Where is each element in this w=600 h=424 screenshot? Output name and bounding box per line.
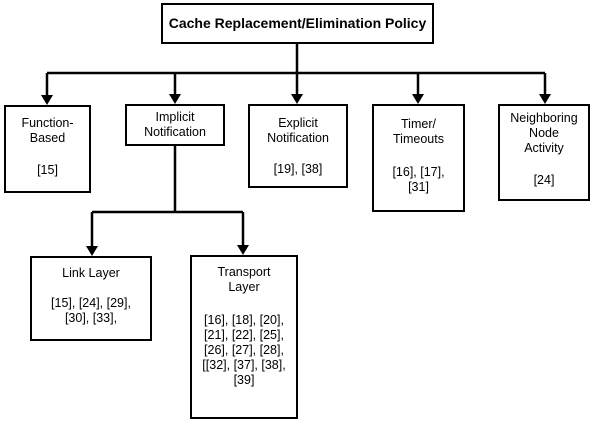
link-layer-refs: [15], [24], [29], [30], [33],	[51, 296, 131, 325]
function-based-refs: [15]	[37, 163, 58, 177]
function-based-node: Function- Based [15]	[4, 105, 91, 193]
transport-layer-node: Transport Layer [16], [18], [20], [21], …	[190, 255, 298, 419]
neighboring-node-activity-node: Neighboring Node Activity [24]	[498, 104, 590, 201]
transport-layer-refs: [16], [18], [20], [21], [22], [25], [26]…	[202, 313, 286, 387]
explicit-notification-node: Explicit Notification [19], [38]	[248, 104, 348, 188]
timer-timeouts-refs: [16], [17], [31]	[392, 165, 445, 194]
function-based-title: Function- Based	[21, 116, 74, 145]
explicit-notification-title: Explicit Notification	[267, 116, 329, 145]
arrow-timer	[412, 94, 424, 104]
timer-timeouts-title: Timer/ Timeouts	[393, 117, 444, 146]
arrow-explicit	[291, 94, 303, 104]
neighboring-node-activity-title: Neighboring Node Activity	[510, 111, 578, 155]
timer-timeouts-node: Timer/ Timeouts [16], [17], [31]	[372, 104, 465, 212]
implicit-notification-title: Implicit Notification	[144, 110, 206, 139]
arrow-transport	[237, 245, 249, 255]
root-label: Cache Replacement/Elimination Policy	[168, 15, 427, 31]
neighboring-node-activity-refs: [24]	[533, 173, 555, 187]
arrow-implicit	[169, 94, 181, 104]
implicit-notification-node: Implicit Notification	[125, 104, 225, 146]
root-node: Cache Replacement/Elimination Policy	[161, 3, 434, 44]
arrow-link	[86, 246, 98, 256]
link-layer-title: Link Layer	[62, 266, 120, 280]
link-layer-node: Link Layer [15], [24], [29], [30], [33],	[30, 256, 152, 341]
transport-layer-title: Transport Layer	[217, 265, 271, 294]
arrow-function	[41, 95, 53, 105]
explicit-notification-refs: [19], [38]	[273, 162, 323, 176]
arrow-neighbor	[539, 94, 551, 104]
